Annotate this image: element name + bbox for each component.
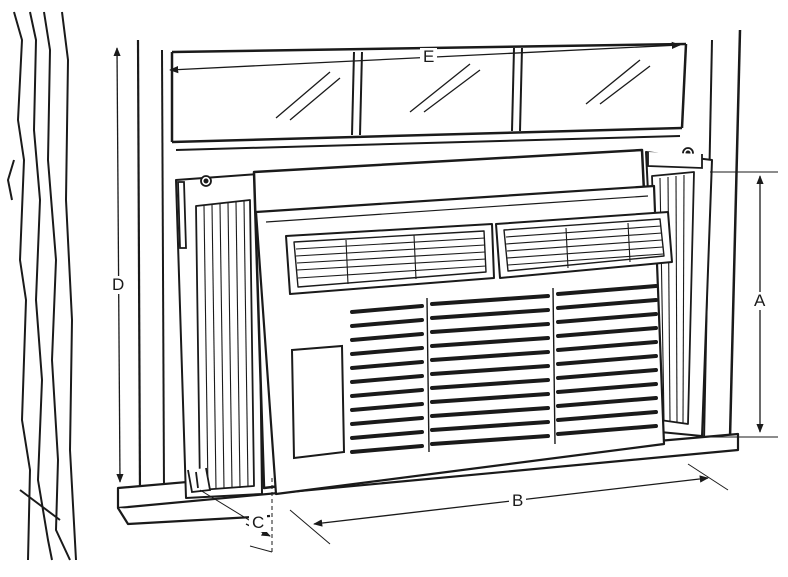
left-panel-pleats bbox=[203, 200, 249, 491]
louver-slats-right bbox=[505, 222, 664, 269]
left-wall-edge bbox=[7, 11, 77, 561]
control-panel bbox=[290, 344, 346, 460]
panel-bracket-left bbox=[177, 175, 212, 493]
front-intake-grille bbox=[350, 284, 658, 454]
dimension-label-c: C bbox=[249, 514, 268, 532]
dimension-label-b: B bbox=[509, 492, 527, 510]
left-side-panel bbox=[175, 173, 263, 499]
dimension-label-a: A bbox=[751, 292, 769, 310]
louver-slats-left bbox=[295, 234, 487, 285]
dimension-label-e: E bbox=[420, 48, 438, 66]
grille-dividers bbox=[426, 287, 556, 453]
panel-bracket-right bbox=[647, 147, 703, 169]
dimension-d-line bbox=[113, 47, 124, 483]
dimension-label-d: D bbox=[109, 276, 128, 294]
louver-grille-left bbox=[285, 223, 495, 295]
